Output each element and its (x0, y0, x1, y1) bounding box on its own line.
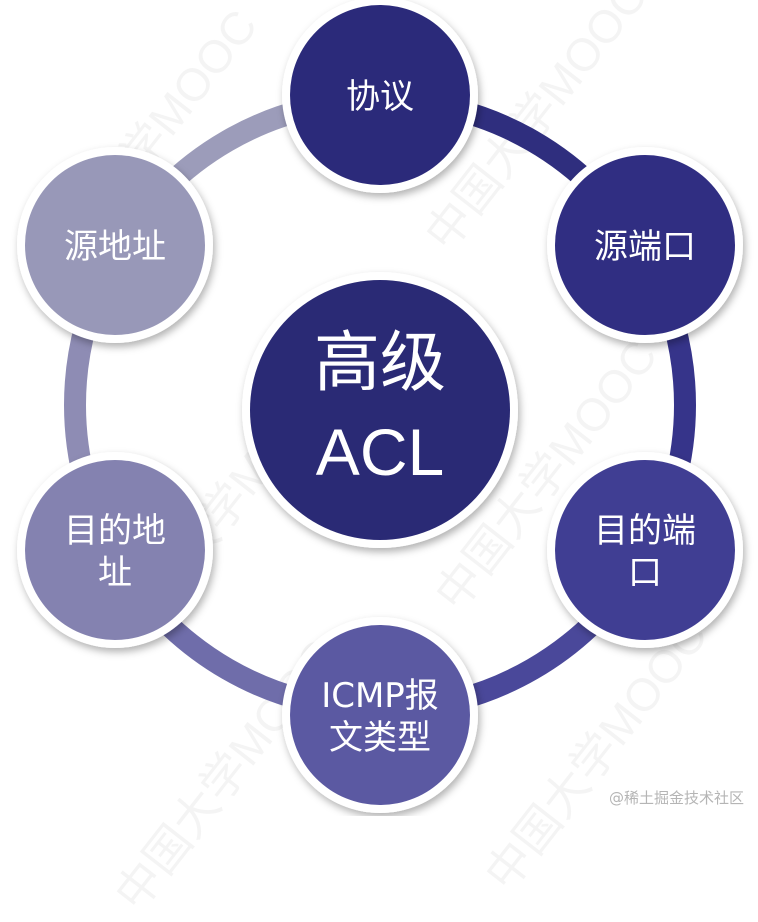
node-label: 协议 (346, 77, 414, 117)
center-label-line1: 高级 (314, 324, 446, 401)
center-label-line2: ACL (316, 415, 444, 489)
node: 协议 (282, 0, 478, 193)
credit-text: @稀土掘金技术社区 (608, 789, 744, 807)
node: 源端口 (547, 147, 743, 343)
node-label: 文类型 (329, 718, 431, 758)
node-label: ICMP报 (321, 676, 439, 716)
node-label: 目的地 (64, 511, 166, 551)
node-label: 源端口 (594, 227, 696, 267)
node-label: 址 (98, 553, 132, 593)
node-label: 源地址 (64, 227, 166, 267)
node-label: 口 (628, 553, 662, 593)
node-label: 目的端 (594, 511, 696, 551)
center-node (242, 272, 518, 548)
node: 源地址 (17, 147, 213, 343)
